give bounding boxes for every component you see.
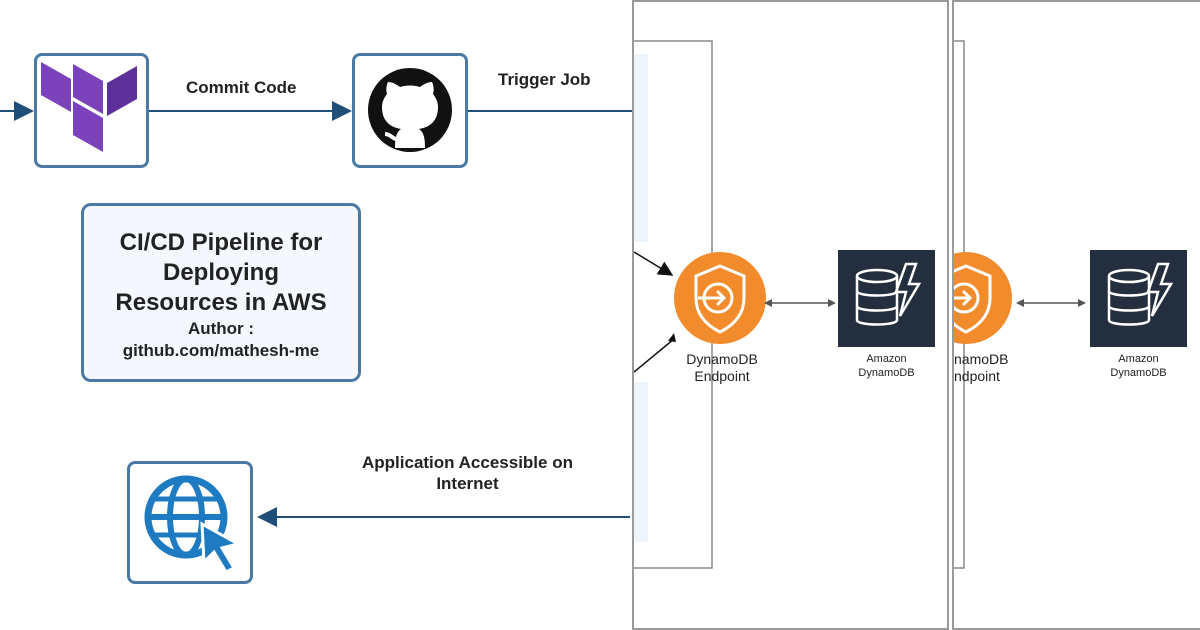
title-line-2: Deploying — [162, 259, 279, 286]
author-label: Author : — [187, 319, 255, 338]
endpoint-label-2-line-2: ndpoint — [954, 368, 1000, 384]
dynamodb-endpoint-icon — [674, 252, 766, 344]
access-label: Application Accessible on Internet — [362, 452, 573, 494]
dynamodb-icon — [838, 250, 935, 347]
title-box: CI/CD Pipeline for Deploying Resources i… — [81, 203, 361, 382]
access-label-line-2: Internet — [436, 474, 499, 493]
aws-panel-1-graphics — [634, 40, 935, 569]
globe-cursor-icon — [144, 475, 243, 574]
access-label-line-1: Application Accessible on — [362, 453, 573, 472]
author-value: github.com/mathesh-me — [122, 341, 320, 360]
dynamodb-label-2: Amazon DynamoDB — [1090, 352, 1187, 380]
trigger-job-label: Trigger Job — [498, 70, 591, 89]
endpoint-label-1-line-2: Endpoint — [694, 368, 750, 384]
github-node — [352, 53, 468, 168]
dynamodb-endpoint-icon — [954, 252, 1012, 344]
aws-panel-2: namoDB ndpoint Amazon DynamoDB — [952, 0, 1200, 630]
title-line-1: CI/CD Pipeline for — [119, 229, 323, 256]
endpoint-label-2: namoDB ndpoint — [954, 351, 1014, 385]
dynamodb-label-2-line-1: Amazon — [1118, 353, 1159, 365]
dynamodb-icon — [1090, 250, 1187, 347]
endpoint-label-1: DynamoDB Endpoint — [674, 351, 770, 385]
dynamodb-label-1: Amazon DynamoDB — [838, 352, 935, 380]
dynamodb-label-2-line-2: DynamoDB — [1110, 367, 1167, 379]
terraform-node — [34, 53, 149, 168]
endpoint-label-1-line-1: DynamoDB — [686, 351, 758, 367]
endpoint-label-2-line-1: namoDB — [954, 351, 1009, 367]
dynamodb-label-1-line-2: DynamoDB — [858, 367, 915, 379]
github-icon — [368, 68, 452, 152]
aws-panel-2-graphics — [954, 40, 1187, 569]
terraform-icon — [41, 62, 137, 152]
title-line-3: Resources in AWS — [115, 289, 327, 316]
commit-code-label: Commit Code — [186, 78, 297, 97]
dynamodb-label-1-line-1: Amazon — [866, 353, 907, 365]
aws-panel-1: DynamoDB Endpoint Amazon DynamoDB — [632, 0, 949, 630]
internet-node — [127, 461, 253, 584]
pipeline-connectors — [0, 101, 634, 527]
